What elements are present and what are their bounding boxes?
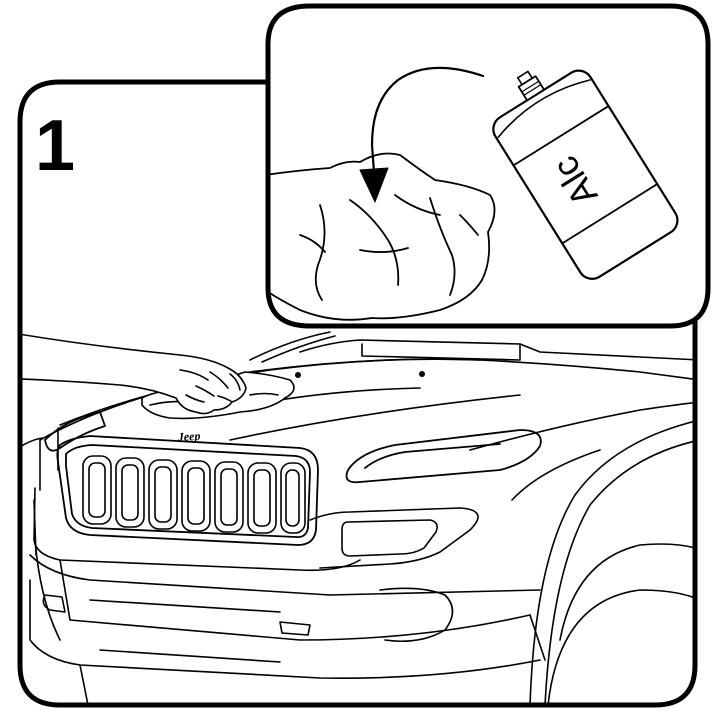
step-number: 1 xyxy=(35,106,75,186)
inset-panel: Alc xyxy=(265,6,708,326)
vehicle-badge: Jeep xyxy=(176,429,200,444)
hood-bolt xyxy=(295,372,301,378)
hood-bolt xyxy=(419,371,425,377)
